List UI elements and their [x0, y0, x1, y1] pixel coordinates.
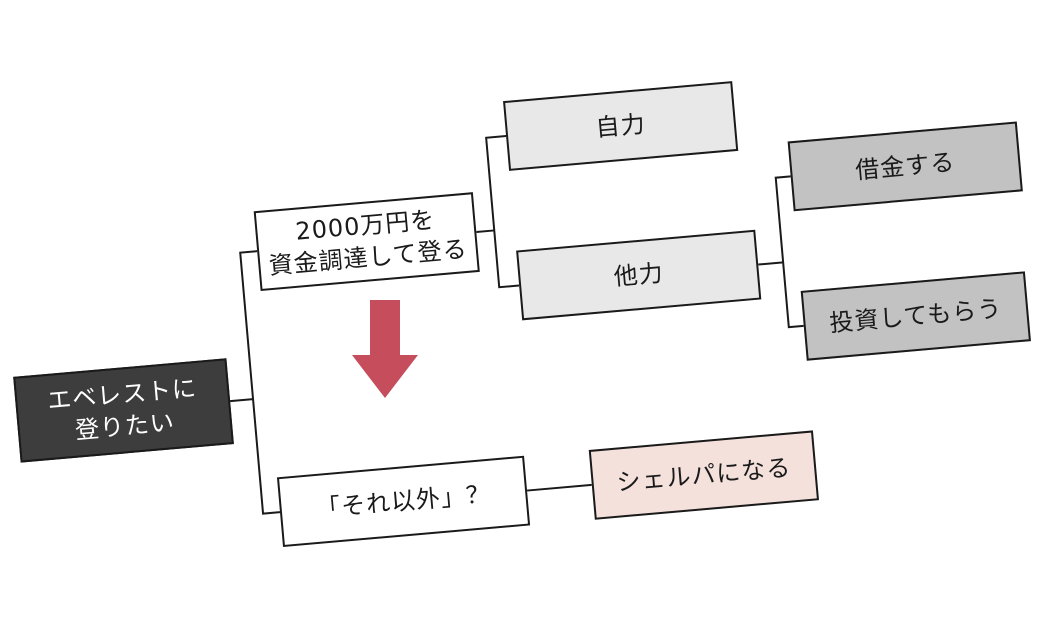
down-arrow-icon: [352, 300, 418, 398]
connector-others: [758, 261, 784, 266]
logic-tree-diagram: エベレストに 登りたい 2000万円を 資金調達して登る 自力 他力 借金する …: [13, 81, 1031, 548]
connector-others-bracket: [774, 175, 804, 329]
connector-root-bracket: [239, 250, 281, 515]
connector-other-way: [526, 483, 592, 492]
connector-fund: [476, 229, 495, 233]
connector-fund-bracket: [485, 135, 520, 289]
connector-root: [230, 398, 254, 403]
